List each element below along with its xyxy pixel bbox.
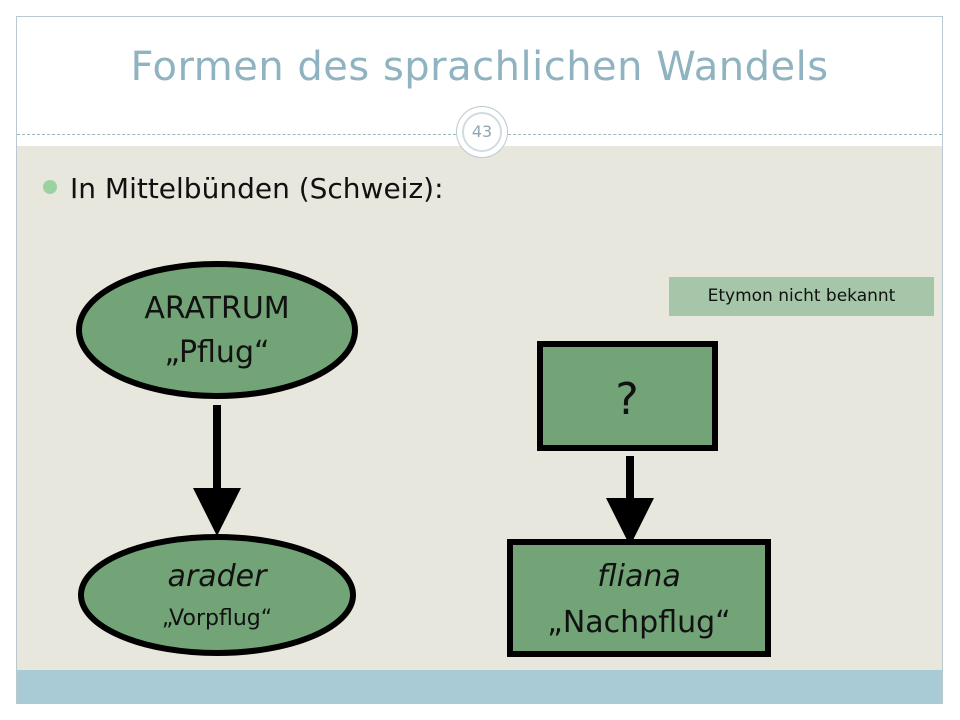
page-number: 43 (462, 112, 502, 152)
slide-title: Formen des sprachlichen Wandels (130, 44, 829, 90)
arader-node (78, 534, 356, 656)
fliana-word: fliana (597, 559, 681, 594)
aratrum-gloss: „Pflug“ (164, 335, 269, 370)
aratrum-word: ARATRUM (144, 291, 289, 326)
bullet-text: In Mittelbünden (Schweiz): (70, 172, 444, 205)
arader-word: arader (168, 559, 269, 594)
bullet-dot-icon (43, 180, 57, 194)
fliana-node (507, 539, 771, 657)
fliana-gloss: „Nachpflug“ (547, 605, 730, 640)
etymon-note: Etymon nicht bekannt (669, 277, 934, 316)
unknown-etymon-mark: ? (615, 374, 638, 425)
unknown-etymon-node (537, 341, 718, 451)
page-number-badge: 43 (456, 106, 508, 158)
footer-band (17, 670, 942, 704)
aratrum-node (76, 261, 358, 399)
arader-gloss: „Vorpflug“ (162, 606, 272, 631)
